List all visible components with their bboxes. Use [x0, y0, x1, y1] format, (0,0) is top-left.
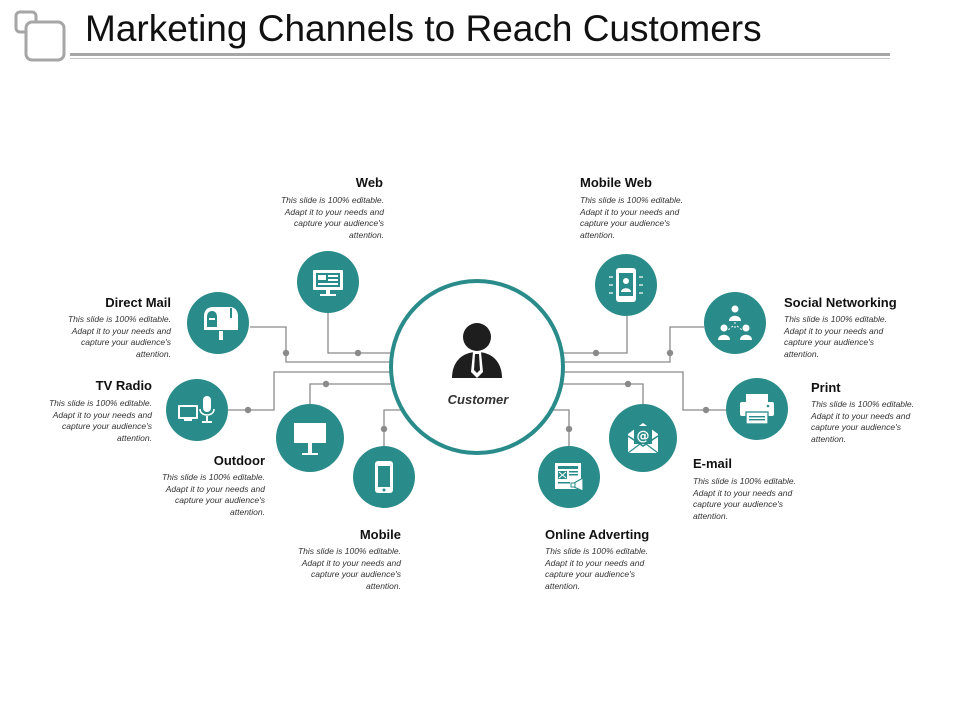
channel-title-online-advertising: Online Adverting: [545, 527, 650, 542]
billboard-icon: [294, 423, 326, 455]
online-ad-icon: [555, 463, 584, 492]
smartphone-icon: [375, 461, 393, 493]
monitor-icon: [313, 270, 343, 296]
channel-desc-outdoor: This slide is 100% editable. Adapt it to…: [161, 472, 265, 517]
title-rule-thin: [70, 58, 890, 59]
channel-desc-web: This slide is 100% editable. Adapt it to…: [280, 195, 384, 240]
channel-title-direct-mail: Direct Mail: [105, 295, 171, 310]
channel-title-mobile-web: Mobile Web: [580, 175, 652, 190]
tv-mic-icon: [178, 396, 215, 423]
channel-desc-email: This slide is 100% editable. Adapt it to…: [693, 476, 797, 521]
channel-desc-social-networking: This slide is 100% editable. Adapt it to…: [784, 314, 888, 359]
printer-icon: [740, 394, 774, 425]
connector-web: [327, 312, 392, 354]
channel-title-email: E-mail: [693, 456, 733, 471]
mobile-web-icon: [609, 268, 643, 302]
channel-title-tv-radio: TV Radio: [95, 378, 152, 393]
logo-squares-icon: [14, 10, 66, 62]
channel-title-social-networking: Social Networking: [784, 295, 897, 310]
connector-direct-mail: [250, 326, 392, 363]
connector-email: [560, 383, 644, 406]
connector-outdoor: [309, 383, 395, 406]
channel-desc-mobile-web: This slide is 100% editable. Adapt it to…: [580, 195, 684, 240]
customer-icon: [452, 323, 502, 378]
channel-title-outdoor: Outdoor: [213, 453, 265, 468]
connector-social: [562, 326, 704, 363]
email-icon: @: [627, 423, 659, 454]
mailbox-icon: [204, 307, 238, 340]
connector-online-ad: [547, 409, 570, 448]
channel-desc-print: This slide is 100% editable. Adapt it to…: [811, 399, 915, 444]
channel-desc-tv-radio: This slide is 100% editable. Adapt it to…: [48, 398, 152, 443]
connector-mobile-web: [562, 316, 628, 354]
customer-label: Customer: [447, 392, 509, 407]
channel-title-web: Web: [355, 175, 383, 190]
channel-desc-direct-mail: This slide is 100% editable. Adapt it to…: [67, 314, 171, 359]
title-rule: [70, 53, 890, 56]
channel-desc-online-advertising: This slide is 100% editable. Adapt it to…: [545, 546, 649, 591]
connector-mobile: [383, 409, 407, 448]
network-icon: [718, 305, 752, 340]
channel-title-mobile: Mobile: [359, 527, 401, 542]
channel-title-print: Print: [811, 380, 841, 395]
page-title: Marketing Channels to Reach Customers: [85, 8, 762, 49]
connector-dots: [244, 349, 710, 433]
svg-text:@: @: [637, 429, 650, 444]
channel-desc-mobile: This slide is 100% editable. Adapt it to…: [297, 546, 401, 591]
